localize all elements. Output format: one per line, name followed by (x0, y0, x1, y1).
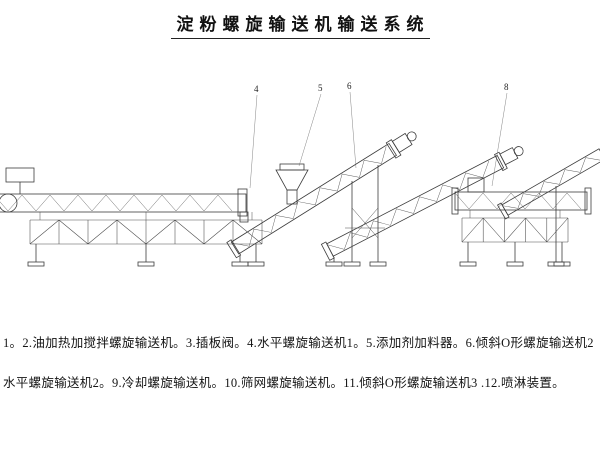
drive-motor-left (0, 167, 35, 213)
truss-support-right (459, 217, 571, 267)
title-block: 淀粉螺旋输送机输送系统 (0, 10, 600, 39)
callout-5: 5 (318, 83, 323, 93)
horizontal-screw-conveyor-2 (451, 177, 592, 218)
truss-support-left (27, 219, 265, 267)
legend-line-2: 水平螺旋输送机2。9.冷却螺旋输送机。10.筛网螺旋输送机。11.倾斜O形螺旋输… (3, 376, 565, 390)
callout-4: 4 (254, 84, 259, 94)
diagram-canvas: 4 5 6 8 (0, 81, 600, 267)
conveyor-system-diagram: 4 5 6 8 (0, 78, 600, 283)
inclined-screw-conveyor-3 (496, 148, 600, 220)
incline-3-support (547, 186, 565, 267)
incline-trestle-support (231, 165, 387, 267)
callouts: 4 5 6 8 (249, 81, 509, 189)
inclined-screw-conveyor-1 (226, 131, 417, 259)
horizontal-screw-conveyor-1 (0, 167, 253, 223)
page-title: 淀粉螺旋输送机输送系统 (170, 10, 430, 39)
additive-feeder-hopper (275, 163, 309, 205)
legend-line-1: 1。2.油加热加搅拌螺旋输送机。3.插板阀。4.水平螺旋输送机1。5.添加剂加料… (3, 336, 594, 350)
callout-8: 8 (504, 82, 509, 92)
drive-motor-incline-1 (391, 131, 417, 153)
drive-motor-incline-2 (499, 146, 524, 166)
inclined-screw-conveyor-2 (320, 146, 524, 261)
callout-6: 6 (347, 81, 352, 91)
